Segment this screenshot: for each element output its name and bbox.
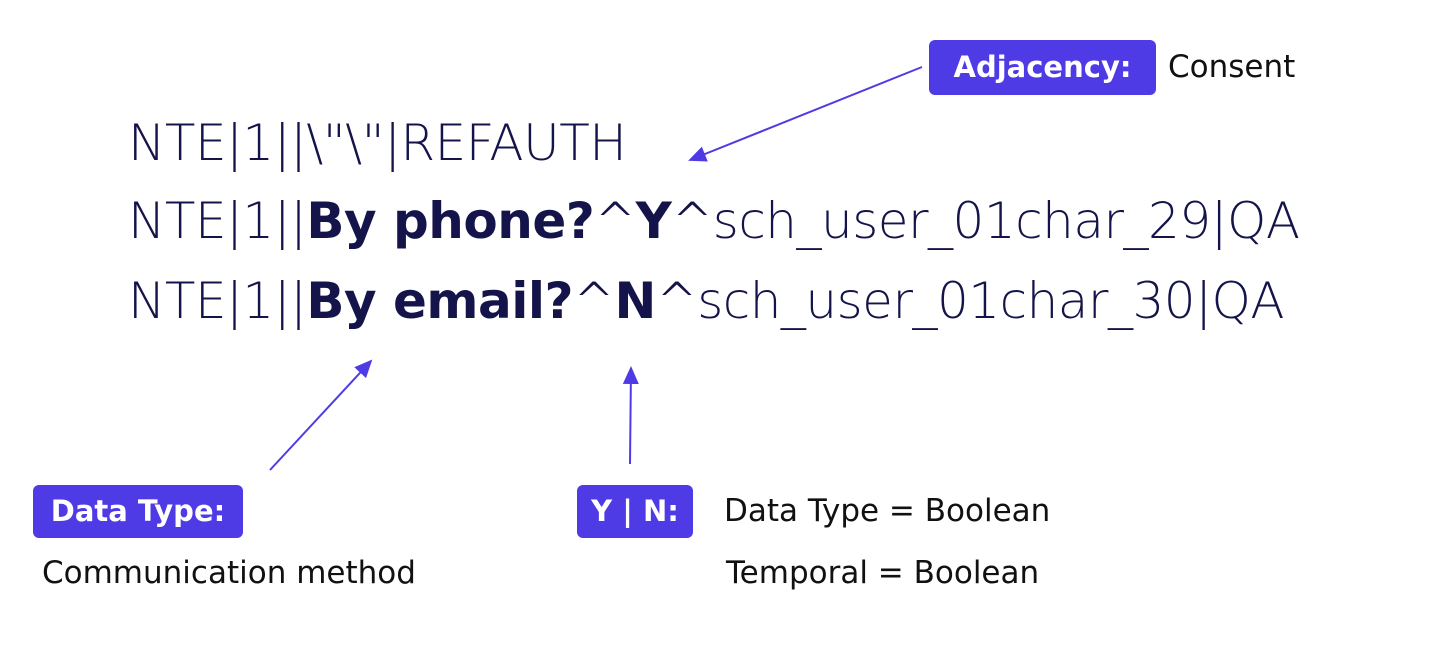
hl7-line-email: NTE|1||By email?^N^sch_user_01char_30|QA (128, 276, 1285, 326)
yn-badge: Y | N: (577, 485, 693, 538)
yn-data-type-line: Data Type = Boolean (724, 493, 1051, 529)
adjacency-value: Consent (1168, 49, 1296, 85)
hl7-separator: ^ (573, 272, 615, 330)
hl7-segment-suffix: ^sch_user_01char_30|QA (655, 272, 1285, 330)
data-type-value: Communication method (42, 555, 416, 591)
hl7-answer-phone: Y (635, 192, 672, 250)
hl7-line-phone: NTE|1||By phone?^Y^sch_user_01char_29|QA (128, 196, 1300, 246)
adjacency-arrow (688, 66, 923, 162)
hl7-segment-prefix: NTE|1|| (128, 272, 307, 330)
hl7-line-refauth: NTE|1||\"\"|REFAUTH (128, 114, 627, 172)
hl7-segment-prefix: NTE|1|| (128, 192, 307, 250)
data-type-arrow (269, 359, 373, 471)
hl7-answer-email: N (614, 272, 656, 330)
adjacency-badge: Adjacency: (929, 40, 1156, 95)
data-type-badge: Data Type: (33, 485, 243, 538)
hl7-question-phone: By phone? (306, 192, 595, 250)
yn-temporal-line: Temporal = Boolean (726, 555, 1040, 591)
hl7-segment-suffix: ^sch_user_01char_29|QA (671, 192, 1300, 250)
hl7-question-email: By email? (306, 272, 574, 330)
yn-arrow (622, 366, 639, 465)
hl7-separator: ^ (594, 192, 636, 250)
